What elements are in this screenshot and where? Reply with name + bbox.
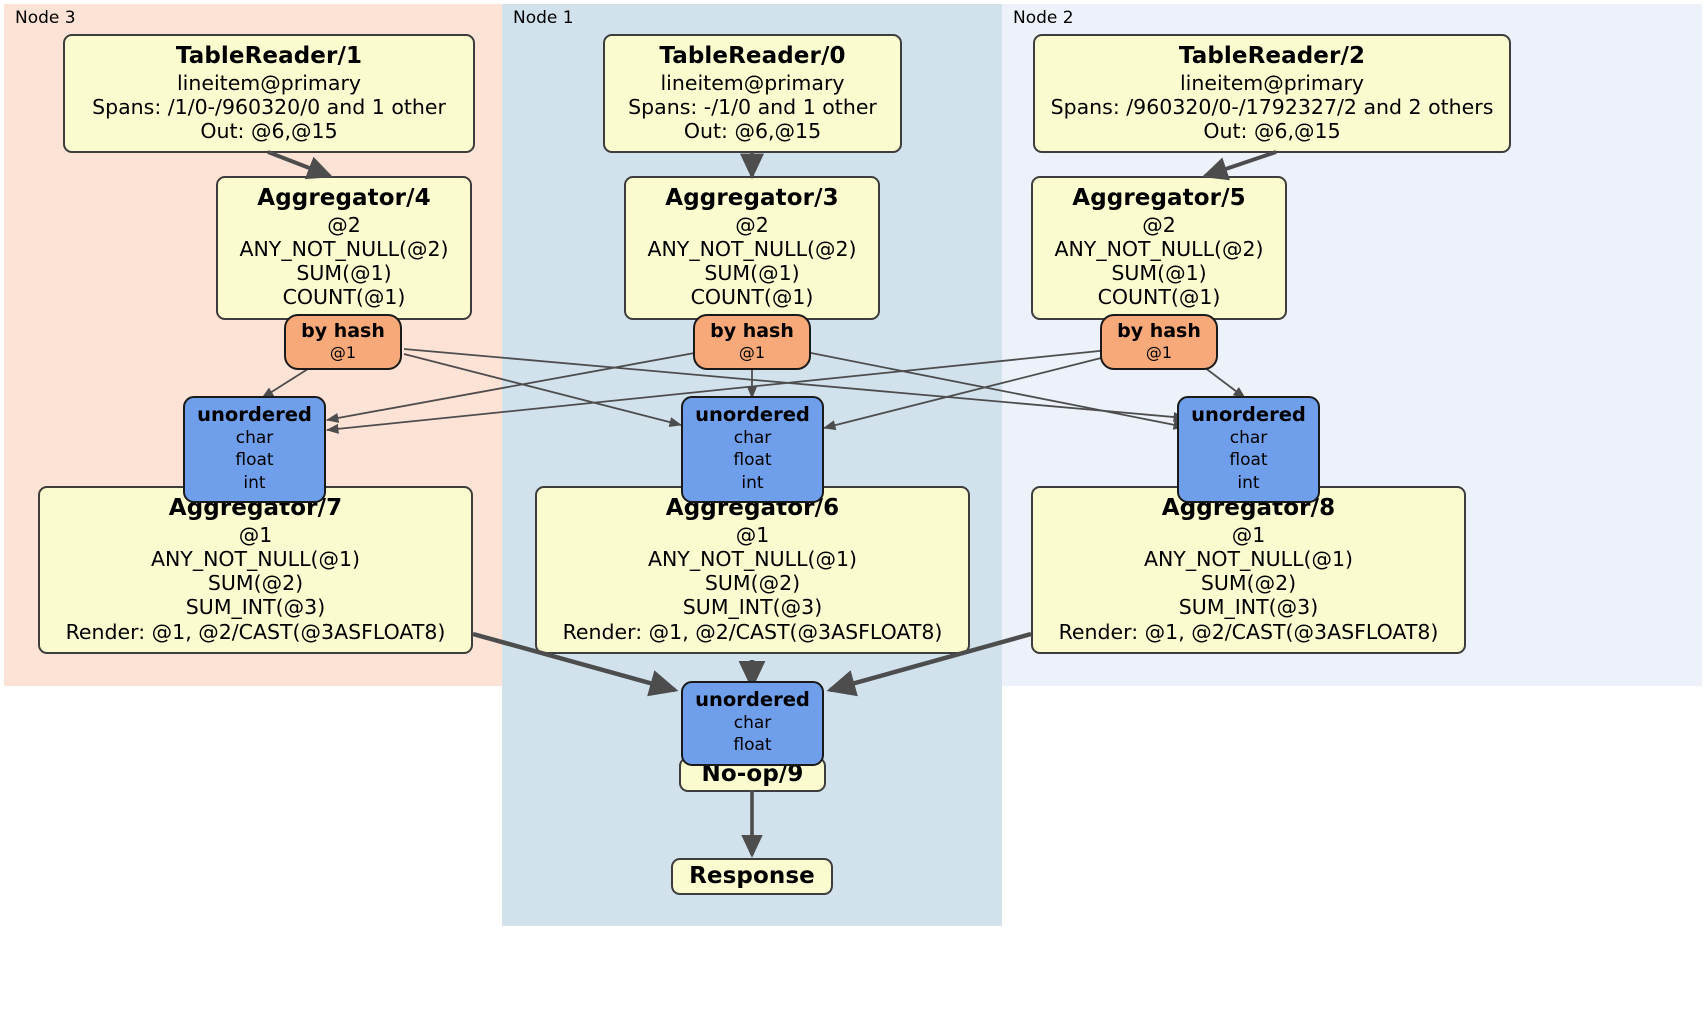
processor-detail: ANY_NOT_NULL(@1) — [1143, 546, 1354, 571]
synchronizer-type: float — [733, 450, 772, 471]
processor-title: Response — [689, 862, 815, 889]
processor-detail: COUNT(@1) — [690, 285, 814, 310]
processor-title: Aggregator/5 — [1072, 185, 1246, 211]
processor-detail: lineitem@primary — [176, 70, 362, 95]
processor-aggregator-5[interactable]: Aggregator/5 @2 ANY_NOT_NULL(@2) SUM(@1)… — [1031, 176, 1287, 320]
synchronizer-title: unordered — [197, 403, 312, 426]
processor-detail: @1 — [735, 522, 770, 547]
processor-aggregator-7[interactable]: Aggregator/7 @1 ANY_NOT_NULL(@1) SUM(@2)… — [38, 486, 473, 654]
processor-detail: ANY_NOT_NULL(@2) — [647, 236, 857, 261]
processor-aggregator-8[interactable]: Aggregator/8 @1 ANY_NOT_NULL(@1) SUM(@2)… — [1031, 486, 1466, 654]
processor-aggregator-4[interactable]: Aggregator/4 @2 ANY_NOT_NULL(@2) SUM(@1)… — [216, 176, 472, 320]
processor-title: Aggregator/3 — [665, 185, 839, 211]
synchronizer-type: float — [1229, 450, 1268, 471]
processor-detail: Spans: /1/0-/960320/0 and 1 other — [92, 94, 446, 119]
processor-detail: ANY_NOT_NULL(@1) — [647, 546, 858, 571]
cluster-label-node-2: Node 2 — [1013, 8, 1074, 28]
processor-detail: SUM(@1) — [296, 261, 392, 286]
synchronizer-type: char — [235, 428, 274, 449]
processor-detail: SUM(@1) — [1111, 261, 1207, 286]
synchronizer-unordered-final[interactable]: unordered char float — [681, 681, 824, 766]
synchronizer-title: unordered — [695, 688, 810, 711]
processor-detail: SUM_INT(@3) — [682, 595, 823, 620]
router-title: by hash — [301, 320, 385, 342]
processor-title: TableReader/2 — [1178, 43, 1366, 69]
processor-detail: lineitem@primary — [1179, 70, 1365, 95]
processor-detail: Out: @6,@15 — [200, 119, 338, 144]
synchronizer-type: char — [733, 428, 772, 449]
processor-detail: SUM_INT(@3) — [1178, 595, 1319, 620]
router-column: @1 — [329, 342, 357, 362]
processor-detail: Out: @6,@15 — [683, 119, 822, 144]
processor-detail: SUM(@2) — [704, 571, 801, 596]
processor-tablereader-0[interactable]: TableReader/0 lineitem@primary Spans: -/… — [603, 34, 902, 154]
router-by-hash-left[interactable]: by hash @1 — [284, 314, 402, 370]
processor-title: Aggregator/4 — [257, 185, 431, 211]
processor-detail: COUNT(@1) — [282, 285, 406, 310]
synchronizer-type: int — [1237, 472, 1260, 493]
processor-response[interactable]: Response — [671, 858, 833, 895]
synchronizer-unordered-center[interactable]: unordered char float int — [681, 396, 824, 503]
router-title: by hash — [1117, 320, 1201, 342]
synchronizer-type: int — [243, 472, 266, 493]
processor-detail: COUNT(@1) — [1097, 285, 1221, 310]
processor-detail: @1 — [1231, 522, 1266, 547]
processor-detail: @1 — [238, 522, 273, 547]
router-title: by hash — [710, 320, 794, 342]
synchronizer-title: unordered — [695, 403, 810, 426]
processor-detail: SUM_INT(@3) — [185, 595, 326, 620]
synchronizer-type: char — [1229, 428, 1268, 449]
processor-detail: Out: @6,@15 — [1203, 119, 1341, 144]
synchronizer-type: float — [733, 735, 772, 756]
router-column: @1 — [1145, 342, 1173, 362]
processor-detail: lineitem@primary — [660, 70, 845, 95]
processor-detail: @2 — [327, 212, 361, 237]
router-column: @1 — [738, 342, 766, 362]
processor-detail: Spans: /960320/0-/1792327/2 and 2 others — [1050, 94, 1494, 119]
synchronizer-type: char — [733, 713, 772, 734]
processor-detail: ANY_NOT_NULL(@1) — [150, 546, 361, 571]
processor-detail: @2 — [735, 212, 769, 237]
processor-detail: SUM(@2) — [1200, 571, 1297, 596]
cluster-label-node-1: Node 1 — [513, 8, 574, 28]
router-by-hash-center[interactable]: by hash @1 — [693, 314, 811, 370]
processor-detail: ANY_NOT_NULL(@2) — [239, 236, 449, 261]
processor-detail: SUM(@2) — [207, 571, 304, 596]
processor-title: TableReader/1 — [175, 43, 363, 69]
processor-detail: SUM(@1) — [704, 261, 800, 286]
processor-detail: @2 — [1142, 212, 1176, 237]
processor-tablereader-2[interactable]: TableReader/2 lineitem@primary Spans: /9… — [1033, 34, 1511, 154]
synchronizer-type: float — [235, 450, 274, 471]
synchronizer-type: int — [741, 472, 764, 493]
synchronizer-title: unordered — [1191, 403, 1306, 426]
processor-aggregator-3[interactable]: Aggregator/3 @2 ANY_NOT_NULL(@2) SUM(@1)… — [624, 176, 880, 320]
synchronizer-unordered-right[interactable]: unordered char float int — [1177, 396, 1320, 503]
processor-detail: Spans: -/1/0 and 1 other — [628, 94, 877, 119]
processor-detail: ANY_NOT_NULL(@2) — [1054, 236, 1264, 261]
processor-aggregator-6[interactable]: Aggregator/6 @1 ANY_NOT_NULL(@1) SUM(@2)… — [535, 486, 970, 654]
processor-tablereader-1[interactable]: TableReader/1 lineitem@primary Spans: /1… — [63, 34, 475, 154]
processor-detail: Render: @1, @2/CAST(@3ASFLOAT8) — [1058, 619, 1439, 644]
processor-detail: Render: @1, @2/CAST(@3ASFLOAT8) — [562, 619, 943, 644]
synchronizer-unordered-left[interactable]: unordered char float int — [183, 396, 326, 503]
processor-title: TableReader/0 — [659, 43, 846, 69]
processor-detail: Render: @1, @2/CAST(@3ASFLOAT8) — [65, 619, 446, 644]
cluster-label-node-3: Node 3 — [15, 8, 76, 28]
router-by-hash-right[interactable]: by hash @1 — [1100, 314, 1218, 370]
